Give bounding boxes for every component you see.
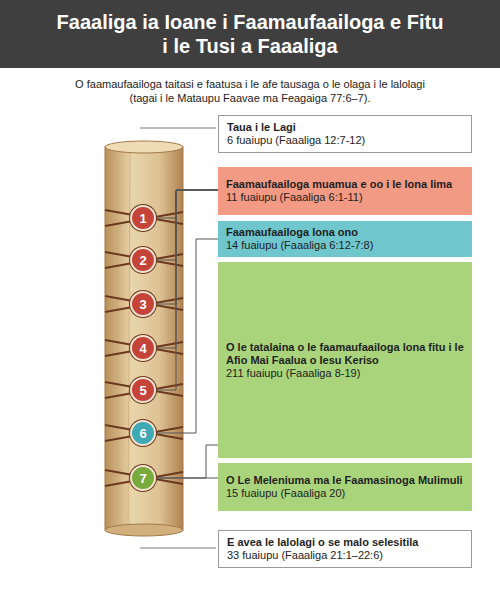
seal-number: 2 [139, 254, 146, 267]
box-heading: Faamaufaailoga lona ono [226, 226, 464, 239]
leader-connector [156, 190, 218, 260]
seal-number: 3 [139, 298, 146, 311]
box-heading: Faamaufaailoga muamua e oo i le lona lim… [226, 178, 464, 191]
period-box: E avea le lalolagi o se malo selesitila3… [218, 530, 472, 568]
seal-circle: 7 [130, 465, 156, 491]
scroll-top [105, 141, 183, 153]
diagram-title: Faaaliga ia Ioane i Faamaufaailoga e Fit… [55, 10, 445, 58]
period-box: O Le Meleniuma ma le Faamasinoga Mulimul… [218, 463, 472, 511]
seal-circle: 2 [130, 247, 156, 273]
verse-count: 211 fuaiupu (Faaaliga 8-19) [226, 367, 464, 380]
leader-connector [156, 190, 218, 218]
box-heading: E avea le lalolagi o se malo selesitila [227, 536, 463, 549]
leader-connector [156, 190, 218, 390]
box-heading: Taua i le Lagi [227, 121, 463, 134]
verse-count: 11 fuaiupu (Faaaliga 6:1-11) [226, 191, 464, 204]
seal-circle: 4 [130, 335, 156, 361]
verse-count: 33 fuaiupu (Faaaliga 21:1–22:6) [227, 549, 463, 562]
period-box: Taua i le Lagi6 fuaiupu (Faaaliga 12:7-1… [218, 115, 472, 153]
seal-circle: 1 [130, 205, 156, 231]
period-box: O le tatalaina o le faamaufaailoga lona … [218, 262, 472, 458]
leader-connector [156, 190, 218, 304]
verse-count: 6 fuaiupu (Faaaliga 12:7-12) [227, 134, 463, 147]
verse-count: 14 fuaiupu (Faaaliga 6:12-7:8) [226, 239, 464, 252]
seal-circle: 5 [130, 377, 156, 403]
seal-circle: 3 [130, 291, 156, 317]
leader-line [140, 548, 216, 549]
scroll-bottom [105, 524, 183, 536]
seal-circle: 6 [130, 420, 156, 446]
leader-connector [156, 445, 218, 478]
box-heading: O Le Meleniuma ma le Faamasinoga Mulimul… [226, 474, 464, 487]
box-heading: O le tatalaina o le faamaufaailoga lona … [226, 341, 464, 367]
seal-number: 4 [139, 342, 146, 355]
seal-number: 1 [139, 212, 146, 225]
leader-connector [156, 239, 218, 433]
subtitle-note: O faamaufaailoga taitasi e faatusa i le … [75, 77, 425, 105]
subtitle-holder: O faamaufaailoga taitasi e faatusa i le … [75, 77, 425, 105]
verse-count: 15 fuaiupu (Faaaliga 20) [226, 487, 464, 500]
leader-line [140, 128, 216, 129]
scroll-texture [118, 150, 168, 528]
period-box: Faamaufaailoga lona ono14 fuaiupu (Faaal… [218, 221, 472, 257]
seal-number: 7 [139, 472, 146, 485]
period-box: Faamaufaailoga muamua e oo i le lona lim… [218, 167, 472, 215]
leader-connector [156, 190, 218, 348]
seal-number: 6 [139, 427, 146, 440]
seal-number: 5 [139, 384, 146, 397]
title-bar: Faaaliga ia Ioane i Faamaufaailoga e Fit… [0, 0, 500, 68]
leader-connector [156, 478, 218, 479]
scroll-body [105, 147, 183, 530]
